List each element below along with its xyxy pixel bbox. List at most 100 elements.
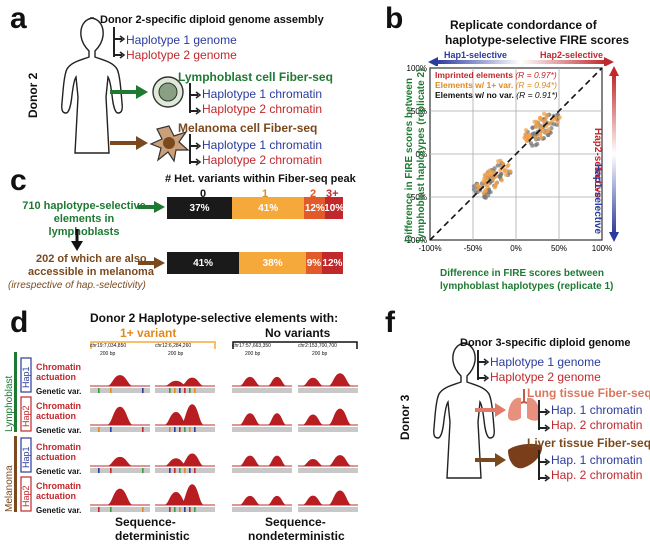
variant-mark <box>169 388 171 393</box>
chromatin-peak <box>267 455 287 466</box>
c-bar-row2-seg-1: 38% <box>239 252 307 274</box>
liver-icon <box>508 443 543 469</box>
b-hap2-sel: Hap2-selective <box>540 50 604 60</box>
variant-mark <box>110 507 112 512</box>
arrow-brown-icon <box>138 257 165 269</box>
legend-novar: Elements w/ no var. (R = 0.91*) <box>435 90 558 100</box>
scatter-point <box>499 178 504 183</box>
scatter-point <box>496 159 501 164</box>
chromatin-peak <box>164 412 188 425</box>
panel-label-c: c <box>10 164 27 197</box>
scatter-point <box>542 129 548 135</box>
c-header: # Het. variants within Fiber-seq peak <box>165 173 356 185</box>
b-hap1-sel: Hap1-selective <box>444 50 508 60</box>
d-coord-3: chr17:57,663,350 <box>232 343 271 349</box>
variant-mark <box>98 427 100 432</box>
bracket-icon <box>113 27 126 59</box>
f-lung: Lung tissue Fiber-seq <box>527 386 650 400</box>
variant-mark <box>189 468 191 473</box>
x-tick-label: 100% <box>592 244 612 253</box>
a-hap2-genome: Haplotype 2 genome <box>126 48 237 62</box>
variant-mark <box>110 468 112 473</box>
c-bar-row2-seg-0: 41% <box>167 252 240 274</box>
hap-selective-arrow <box>428 57 614 66</box>
f-lung-h2: Hap. 2 chromatin <box>551 418 643 432</box>
chromatin-peak <box>180 453 205 466</box>
d-coord-4: chr2:153,700,700 <box>298 343 337 349</box>
arrow-green-icon <box>110 85 148 99</box>
y-tick-label: 100% <box>407 64 427 73</box>
arrow-brown-icon <box>110 136 148 150</box>
chromatin-peak <box>106 406 134 425</box>
scatter-point <box>533 135 538 141</box>
y-tick-label: -50% <box>408 193 427 202</box>
variant-mark <box>142 507 144 512</box>
hap-label-box <box>20 357 32 393</box>
chromatin-peak <box>180 404 205 425</box>
chromatin-peak <box>267 413 287 425</box>
scatter-point <box>552 122 557 127</box>
panel-label-a: a <box>10 2 27 35</box>
scatter-point <box>494 180 499 186</box>
chromatin-actuation-label: Chromatin <box>36 442 81 452</box>
scatter-point <box>471 184 477 189</box>
chromatin-peak <box>239 413 261 425</box>
hap-label-text: Hap2 <box>21 405 31 427</box>
arrow-salmon-icon <box>475 403 506 417</box>
scatter-point <box>532 119 537 124</box>
variant-mark <box>174 507 176 512</box>
c-bar-row1-seg-3: 10% <box>325 197 343 219</box>
scatter-point <box>488 173 493 178</box>
melanoma-cell-icon <box>149 125 190 163</box>
hap-label-box <box>20 396 32 432</box>
variant-mark <box>189 507 191 512</box>
d-scale-2: 200 bp <box>168 351 184 357</box>
scatter-point <box>498 174 503 179</box>
chromatin-peak <box>328 490 352 505</box>
scatter-point <box>492 166 497 171</box>
variant-mark <box>110 427 112 432</box>
variant-mark <box>179 468 181 473</box>
scatter-point <box>492 185 498 190</box>
c-bar-row2-seg-2: 9% <box>306 252 322 274</box>
variant-mark <box>98 468 100 473</box>
scatter-point <box>506 162 511 168</box>
d-bottom-right-1: Sequence- <box>265 515 326 529</box>
genetic-var-track <box>298 468 358 473</box>
genetic-var-track <box>298 388 358 393</box>
variant-mark <box>189 388 191 393</box>
bracket-icon <box>477 350 490 382</box>
bracket-icon <box>538 450 551 482</box>
hap-label-box <box>20 437 32 473</box>
variant-mark <box>194 468 196 473</box>
f-hap2-genome: Haplotype 2 genome <box>490 370 601 384</box>
a-lympho-hap1: Haplotype 1 chromatin <box>202 87 323 101</box>
variant-mark <box>110 388 112 393</box>
variant-mark <box>98 507 100 512</box>
variant-mark <box>179 427 181 432</box>
bracket-icon <box>538 400 551 432</box>
chromatin-actuation-label: actuation <box>36 411 76 421</box>
chromatin-peak <box>180 377 205 386</box>
d-bottom-right-2: nondeterministic <box>248 529 345 543</box>
variant-mark <box>174 427 176 432</box>
scatter-point <box>538 117 543 122</box>
c-col-0: 0 <box>200 188 207 200</box>
genetic-var-track <box>298 507 358 512</box>
chromatin-peak <box>106 375 134 386</box>
variant-mark <box>184 388 186 393</box>
scatter-point <box>546 132 551 138</box>
d-cell-bars <box>14 352 17 512</box>
genetic-var-track <box>90 388 150 393</box>
chromatin-peak <box>164 492 188 505</box>
x-tick-label: 0% <box>510 244 522 253</box>
novar-group-bracket <box>232 341 358 349</box>
scatter-point <box>495 163 500 168</box>
c-bar-row1-seg-0: 37% <box>167 197 233 219</box>
c-bar-row1-seg-1: 41% <box>232 197 305 219</box>
f-liver-h2: Hap. 2 chromatin <box>551 468 643 482</box>
scatter-point <box>484 182 489 188</box>
scatter-point <box>557 115 562 120</box>
c-row1-label: 710 haplotype-selective elements in lymp… <box>22 200 146 238</box>
